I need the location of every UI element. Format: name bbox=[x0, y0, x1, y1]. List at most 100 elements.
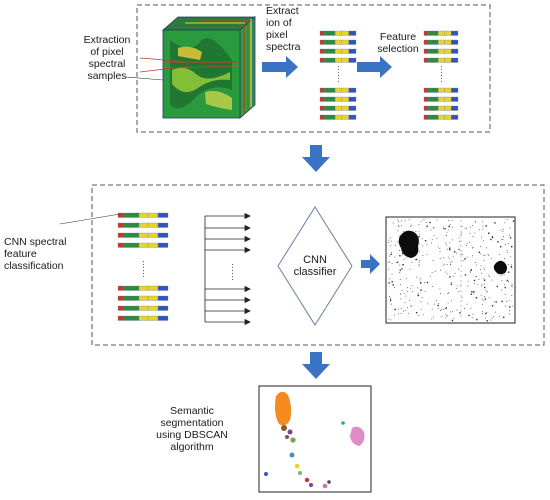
map-speckle bbox=[481, 284, 483, 286]
map-speckle bbox=[480, 269, 481, 270]
map-speckle bbox=[472, 246, 474, 248]
map-speckle bbox=[402, 268, 404, 270]
map-speckle bbox=[490, 319, 492, 321]
map-speckle bbox=[423, 219, 425, 220]
spectrum-bar bbox=[117, 242, 169, 248]
map-speckle bbox=[397, 230, 399, 231]
map-speckle bbox=[404, 310, 406, 311]
map-speckle bbox=[501, 239, 503, 240]
map-speckle bbox=[420, 277, 422, 279]
map-speckle bbox=[403, 293, 405, 295]
map-speckle bbox=[439, 250, 441, 252]
map-speckle bbox=[439, 258, 441, 259]
map-speckle bbox=[389, 296, 390, 297]
map-speckle bbox=[482, 225, 484, 227]
map-speckle bbox=[495, 301, 497, 303]
map-speckle bbox=[407, 312, 409, 314]
map-speckle bbox=[463, 260, 465, 261]
map-speckle bbox=[466, 227, 467, 229]
spectrum-bar bbox=[423, 96, 459, 102]
map-speckle bbox=[431, 242, 432, 244]
map-speckle bbox=[431, 318, 433, 320]
map-speckle bbox=[476, 264, 478, 266]
map-speckle bbox=[446, 244, 447, 246]
map-speckle bbox=[487, 253, 489, 255]
map-speckle bbox=[470, 269, 472, 271]
map-speckle bbox=[400, 293, 402, 295]
classification-pointer-line bbox=[59, 213, 121, 225]
cluster-point bbox=[341, 421, 345, 425]
map-speckle bbox=[432, 286, 434, 287]
map-speckle bbox=[511, 246, 513, 248]
map-speckle bbox=[405, 295, 407, 297]
map-speckle bbox=[488, 255, 490, 256]
map-speckle bbox=[482, 228, 484, 230]
spectrum-bar bbox=[423, 114, 459, 120]
map-speckle bbox=[454, 251, 456, 253]
map-speckle bbox=[481, 298, 483, 300]
map-speckle bbox=[445, 271, 447, 273]
map-speckle bbox=[403, 258, 405, 260]
map-speckle bbox=[447, 302, 449, 304]
map-speckle bbox=[419, 250, 420, 252]
map-speckle bbox=[390, 299, 391, 300]
classification-stage-label: CNN spectral feature classification bbox=[4, 236, 67, 272]
map-speckle bbox=[404, 302, 406, 304]
map-speckle bbox=[486, 312, 488, 314]
map-speckle bbox=[511, 295, 513, 296]
map-speckle bbox=[439, 288, 441, 290]
map-speckle bbox=[508, 264, 509, 265]
cluster-point bbox=[327, 480, 331, 484]
map-speckle bbox=[448, 229, 450, 231]
map-speckle bbox=[510, 266, 512, 268]
map-speckle bbox=[389, 261, 390, 263]
map-speckle bbox=[494, 222, 496, 224]
map-speckle bbox=[484, 254, 486, 256]
map-speckle bbox=[501, 300, 503, 303]
map-speckle bbox=[422, 314, 424, 316]
map-speckle bbox=[461, 232, 462, 234]
extraction-samples-label: Extraction of pixel spectral samples bbox=[83, 34, 131, 82]
map-speckle bbox=[443, 226, 444, 228]
map-speckle bbox=[497, 241, 499, 243]
map-speckle bbox=[503, 274, 505, 276]
extraction-spectra-label: Extract ion of pixel spectra bbox=[266, 5, 301, 53]
map-speckle bbox=[482, 311, 483, 313]
map-speckle bbox=[446, 273, 448, 275]
map-speckle bbox=[426, 222, 427, 223]
spectrum-bar bbox=[319, 96, 357, 102]
map-speckle bbox=[407, 307, 408, 309]
map-speckle bbox=[398, 221, 399, 222]
map-speckle bbox=[416, 276, 418, 278]
map-speckle bbox=[448, 220, 450, 221]
map-speckle bbox=[420, 308, 422, 310]
map-speckle bbox=[452, 239, 454, 241]
map-speckle bbox=[481, 304, 483, 305]
map-speckle bbox=[470, 271, 471, 273]
map-speckle bbox=[450, 261, 451, 263]
selected-feature-bars bbox=[423, 30, 459, 120]
map-speckle bbox=[450, 263, 451, 265]
map-speckle bbox=[466, 256, 468, 258]
map-speckle bbox=[398, 313, 399, 315]
cnn-input-spectra-bars bbox=[117, 212, 169, 321]
spectrum-bar bbox=[117, 212, 169, 218]
map-speckle bbox=[500, 229, 502, 231]
spectrum-bar bbox=[423, 30, 459, 36]
spectrum-bar bbox=[117, 232, 169, 238]
map-speckle bbox=[424, 290, 426, 292]
spectra-ellipsis: …… bbox=[336, 65, 346, 83]
map-speckle bbox=[506, 250, 508, 251]
cluster-point bbox=[298, 471, 302, 475]
map-speckle bbox=[480, 272, 482, 274]
map-speckle bbox=[419, 260, 421, 261]
map-speckle bbox=[488, 232, 490, 235]
map-speckle bbox=[399, 272, 401, 273]
map-speckle bbox=[449, 258, 451, 260]
map-speckle bbox=[401, 290, 403, 291]
map-speckle bbox=[504, 222, 506, 224]
map-speckle bbox=[486, 291, 488, 293]
map-speckle bbox=[401, 268, 402, 270]
map-speckle bbox=[466, 243, 468, 244]
cluster-point bbox=[289, 452, 295, 458]
